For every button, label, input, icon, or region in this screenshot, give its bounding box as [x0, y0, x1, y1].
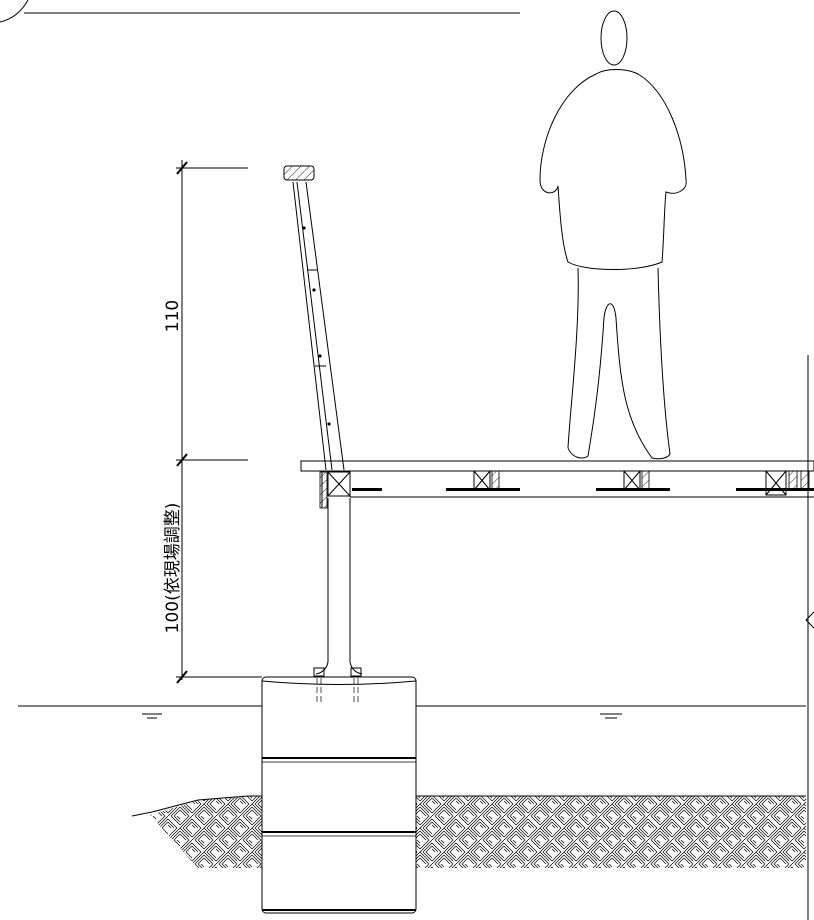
- anchor-bolts: [308, 667, 370, 702]
- railing: [283, 165, 345, 471]
- soil-hatch: [131, 795, 806, 868]
- drum-footing: [261, 676, 417, 914]
- dimension-label-upper: 110: [163, 300, 183, 332]
- joist-3: [736, 470, 814, 496]
- ground-line: [18, 705, 806, 719]
- level-mark-left: [142, 713, 162, 719]
- joist-1: [446, 470, 520, 491]
- right-wall: [805, 355, 814, 920]
- dimension-lines: [176, 160, 262, 684]
- title-mark: [0, 0, 520, 23]
- joist-2: [596, 470, 670, 491]
- deck-structure: [300, 460, 814, 509]
- human-figure: [539, 10, 687, 460]
- support-column: [315, 498, 363, 675]
- dimension-label-lower: 100(依現場調整): [163, 503, 183, 634]
- level-mark-right: [600, 713, 622, 719]
